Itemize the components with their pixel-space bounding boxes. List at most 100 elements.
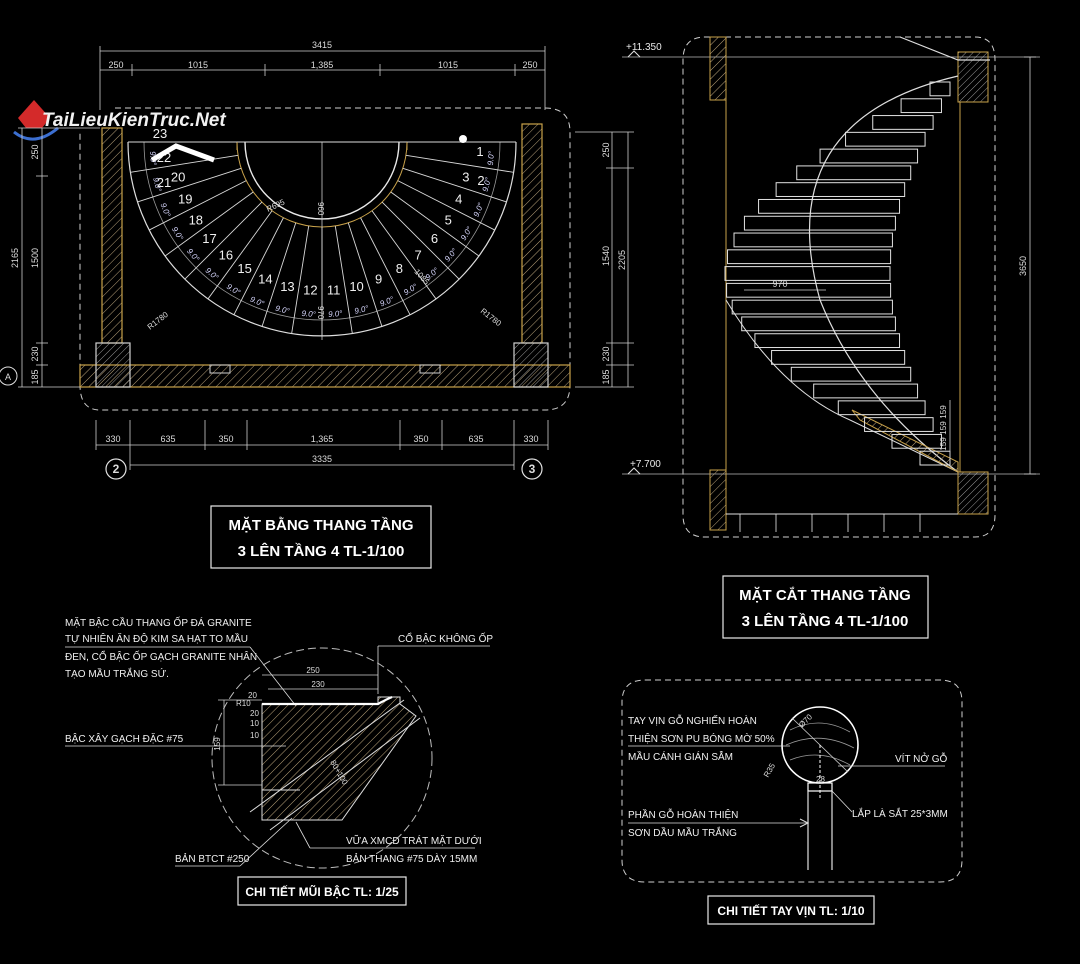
step-body-hatch [261, 696, 417, 821]
section-tread [872, 115, 934, 130]
plan-left-dim-4: 185 [30, 369, 40, 384]
stair-step-number: 7 [415, 248, 422, 263]
stair-riser-line [347, 222, 383, 327]
plan-title-box [210, 505, 432, 569]
stair-step-angle-label: 9.0° [274, 304, 291, 316]
step-granite-tread [262, 695, 393, 706]
stair-step-number: 14 [258, 272, 272, 287]
step-dim-230: 230 [311, 680, 325, 689]
stair-riser-line [291, 225, 310, 334]
rail-note-steel: LẮP LÀ SẮT 25*3MM [852, 807, 948, 820]
step-note-brick: BẬC XÂY GẠCH ĐẶC #75 [65, 732, 184, 745]
stair-riser-line [164, 191, 254, 257]
stair-riser-line [130, 154, 239, 173]
plan-column-right [513, 342, 549, 388]
section-title-line1: MẶT CẮT THANG TẦNG [739, 586, 911, 604]
section-title-line2: 3 LÊN TẦNG 4 TL-1/100 [742, 612, 909, 630]
stair-riser-line [233, 217, 284, 316]
stair-riser-line [397, 180, 496, 231]
stair-step-number: 15 [237, 261, 251, 276]
section-tread [796, 165, 912, 181]
step-dim-20a: 20 [248, 691, 257, 700]
axis-bubble-3 [521, 458, 543, 480]
stair-step-angle-label: 9.0° [486, 150, 496, 166]
section-tread [726, 282, 892, 298]
rail-note-screw: VÍT NỞ GỖ [895, 752, 948, 765]
stair-step-number: 1 [476, 144, 483, 159]
plan-top-dimensions [99, 46, 546, 110]
stair-step-number: 18 [189, 212, 203, 227]
step-note-finish-3: ĐEN, CỔ BẬC ỐP GẠCH GRANITE NHÂN [65, 649, 257, 663]
stair-step-angle-label: 9.0° [301, 309, 317, 319]
section-tread [726, 249, 892, 265]
stair-step-angle-label: 9.0° [328, 309, 344, 319]
stair-step-number: 19 [178, 192, 192, 207]
section-riser-dim-3: 159 [939, 437, 948, 451]
stair-step-number: 12 [303, 283, 317, 298]
plan-right-dimensions [575, 131, 634, 388]
rail-note-handrail-3: MẦU CÁNH GIÁN SẪM [628, 750, 733, 763]
stair-step-angle-label: 9.0° [354, 304, 371, 316]
stair-step-number: 9 [375, 272, 382, 287]
section-dimensions [744, 56, 1036, 475]
stair-step-angle-label: 9.0° [443, 246, 460, 263]
step-note-finish-1: MẶT BẬC CẦU THANG ỐP ĐÁ GRANITE [65, 615, 252, 629]
stair-riser-line [334, 225, 353, 334]
step-detail-circle [211, 647, 433, 869]
plan-right-dim-3: 230 [601, 346, 611, 361]
stair-step-number: 16 [219, 248, 233, 263]
stair-step-angle-label: 9.0° [225, 282, 243, 298]
step-detail-dimensions [218, 674, 378, 786]
section-tread [731, 299, 893, 315]
plan-bottom-dim-4: 1,365 [311, 434, 334, 444]
stair-riser-line [371, 210, 437, 300]
plan-bottom-dim-7: 330 [523, 434, 538, 444]
rail-note-wood-1: PHẦN GỖ HOÀN THIỆN [628, 808, 738, 821]
stair-riser-line [405, 154, 514, 173]
plan-left-dim-1: 250 [30, 144, 40, 159]
section-tread [837, 400, 926, 416]
section-treads [724, 81, 951, 532]
plan-bottom-dim-1: 330 [105, 434, 120, 444]
stair-step-number: 8 [396, 261, 403, 276]
plan-top-dim-1: 250 [108, 60, 123, 70]
stair-riser-line [184, 201, 263, 280]
plan-bottom-dim-2: 635 [160, 434, 175, 444]
stair-direction-arrow-icon [150, 143, 215, 163]
stair-step-number: 21 [157, 175, 171, 190]
axis-bubble-a [0, 366, 18, 386]
step-note-mortar-1: VỮA XMCĐ TRÁT MẶT DƯỚI [346, 834, 482, 847]
center-dim-lower-label: 970 [316, 306, 325, 320]
stair-riser-line [381, 201, 460, 280]
stair-riser-line [390, 191, 480, 257]
outer-radius-right-label: R1780 [479, 306, 504, 328]
plan-left-outer-dim: 2165 [10, 248, 20, 268]
stair-step-number: 11 [327, 283, 341, 298]
stair-step-angle-label: 9.0° [459, 224, 475, 242]
outer-radius-left-label: R1780 [146, 310, 171, 332]
step-dim-20b: 20 [250, 709, 259, 718]
stair-riser-line [148, 180, 247, 231]
stair-riser-line [261, 222, 297, 327]
level-bottom-marker-icon [627, 467, 641, 475]
section-soffit-curve [808, 75, 959, 473]
step-note-finish-4: TẠO MẦU TRẮNG SỨ. [65, 667, 169, 680]
step-dim-250: 250 [306, 666, 320, 675]
baluster-post [807, 791, 833, 870]
plan-title-line1: MẶT BẰNG THANG TẦNG [229, 516, 414, 534]
section-wall-bottom-left [709, 469, 727, 531]
plan-column-left [95, 342, 131, 388]
section-level-top: +11.350 [626, 42, 662, 53]
logo-swoosh-icon [13, 126, 59, 141]
plan-view: 3415 250 1015 1,385 1015 250 TaiLieuKien… [0, 40, 634, 569]
section-tread [864, 417, 934, 432]
stair-step-angle-label: 9.0° [170, 225, 186, 243]
plan-top-dim-5: 250 [522, 60, 537, 70]
section-tread [891, 433, 942, 449]
rail-note-handrail-2: THIỆN SƠN PU BÓNG MỜ 50% [628, 732, 775, 745]
step-detail-title: CHI TIẾT MŨI BẬC TL: 1/25 [245, 884, 399, 899]
plan-wall-right [521, 123, 543, 344]
axis-label-3: 3 [529, 462, 536, 476]
section-beam-bottom-right [957, 471, 989, 515]
